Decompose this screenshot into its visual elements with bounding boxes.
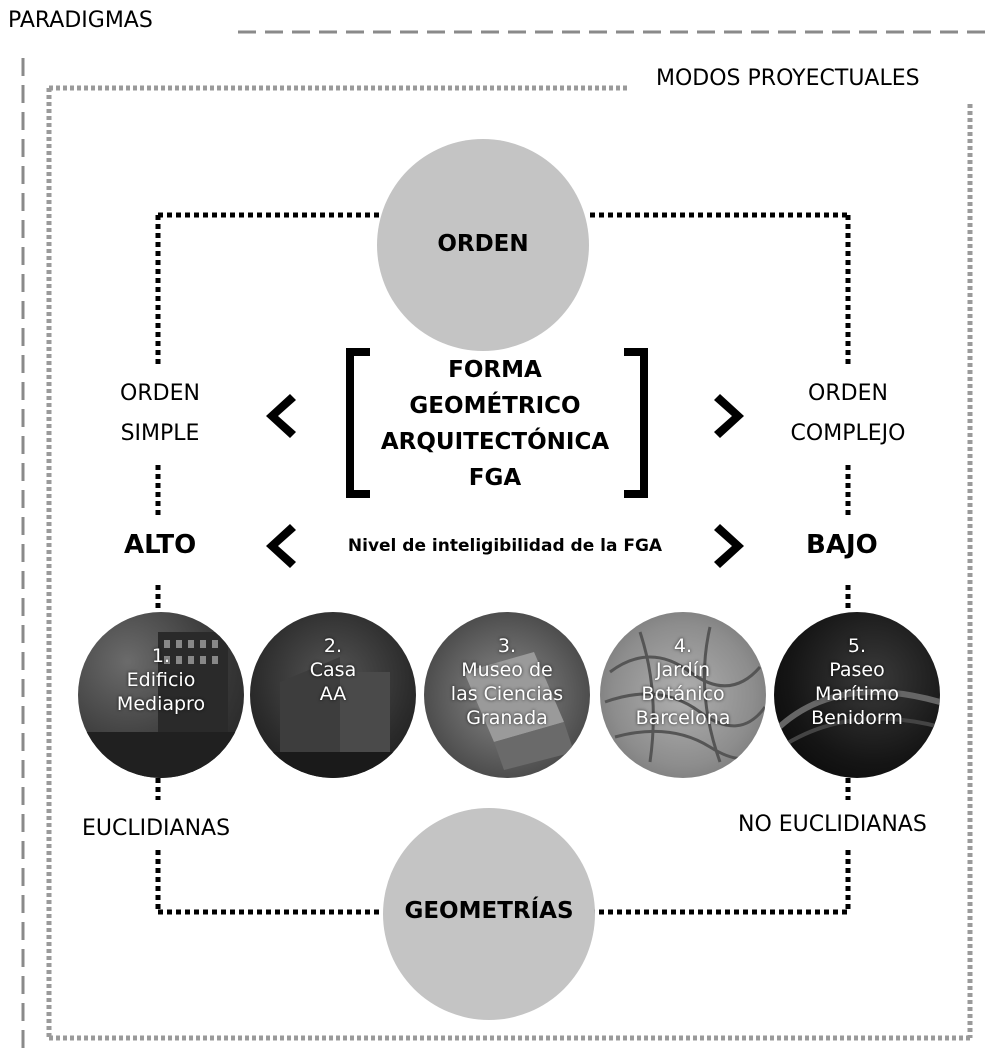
orden-circle-label: ORDEN [437,231,529,257]
museum-icon [464,652,574,770]
example-circle-4: 4. Jardín Botánico Barcelona [600,612,766,778]
example-label-line: Botánico [641,683,725,705]
example-label-line: 2. [323,635,343,657]
example-label-line: AA [319,683,347,705]
orden-complejo-label: ORDEN COMPLEJO [758,374,938,454]
modos-proyectuales-label: MODOS PROYECTUALES [656,66,920,91]
example-label: 2. Casa AA [250,634,416,706]
level-caption: Nivel de inteligibilidad de la FGA [347,536,663,556]
orden-complejo-line: COMPLEJO [790,421,906,446]
house-icon [250,657,416,778]
example-label-line: Museo de [461,659,553,681]
euclidianas-label: EUCLIDIANAS [82,816,231,841]
center-title-line: GEOMÉTRICO [409,393,581,419]
example-label: 3. Museo de las Ciencias Granada [424,634,590,730]
example-label-line: 5. [847,635,867,657]
no-euclidianas-label: NO EUCLIDIANAS [738,812,927,837]
orden-simple-line: SIMPLE [120,421,200,446]
example-label-line: 3. [497,635,517,657]
example-label: 4. Jardín Botánico Barcelona [600,634,766,730]
modos-frame [46,85,973,1041]
bracket-right-icon [624,348,648,498]
orden-simple-line: ORDEN [120,381,200,406]
example-label-line: Benidorm [811,707,903,729]
chevron-left-icon [266,524,296,568]
example-label-line: 4. [673,635,693,657]
paradigmas-label: PARADIGMAS [8,8,153,33]
center-title-line: FGA [468,465,522,491]
center-title-line: ARQUITECTÓNICA [380,429,610,455]
example-label-line: 1. [151,645,171,667]
example-circle-2: 2. Casa AA [250,612,416,778]
chevron-right-icon [714,524,744,568]
example-label-line: Granada [466,707,548,729]
example-label-line: Mediapro [116,693,206,715]
chevron-left-icon [266,394,296,438]
example-label-line: las Ciencias [450,683,564,705]
level-high-label: ALTO [124,530,197,560]
garden-icon [604,626,766,763]
example-label: 1. Edificio Mediapro [78,644,244,716]
promenade-icon [774,689,940,754]
geometrias-circle-label: GEOMETRÍAS [404,898,574,924]
bracket-left-icon [346,348,370,498]
example-circle-1: 1. Edificio Mediapro [78,612,244,778]
example-circle-3: 3. Museo de las Ciencias Granada [424,612,590,778]
example-circle-5: 5. Paseo Marítimo Benidorm [774,612,940,778]
orden-circle: ORDEN [377,139,589,351]
level-low-label: BAJO [806,530,878,560]
example-label-line: Jardín [655,659,711,681]
center-title-line: FORMA [448,357,542,383]
geometrias-circle: GEOMETRÍAS [383,808,595,1020]
example-label-line: Paseo [829,659,885,681]
chevron-right-icon [714,394,744,438]
connector-loop [155,212,851,915]
example-label: 5. Paseo Marítimo Benidorm [774,634,940,730]
building-icon [78,632,244,778]
example-label-line: Marítimo [815,683,899,705]
center-title: FORMA GEOMÉTRICO ARQUITECTÓNICA FGA [360,352,630,496]
example-label-line: Edificio [126,669,196,691]
example-label-line: Barcelona [635,707,731,729]
orden-simple-label: ORDEN SIMPLE [80,374,240,454]
example-label-line: Casa [309,659,357,681]
orden-complejo-line: ORDEN [808,381,888,406]
